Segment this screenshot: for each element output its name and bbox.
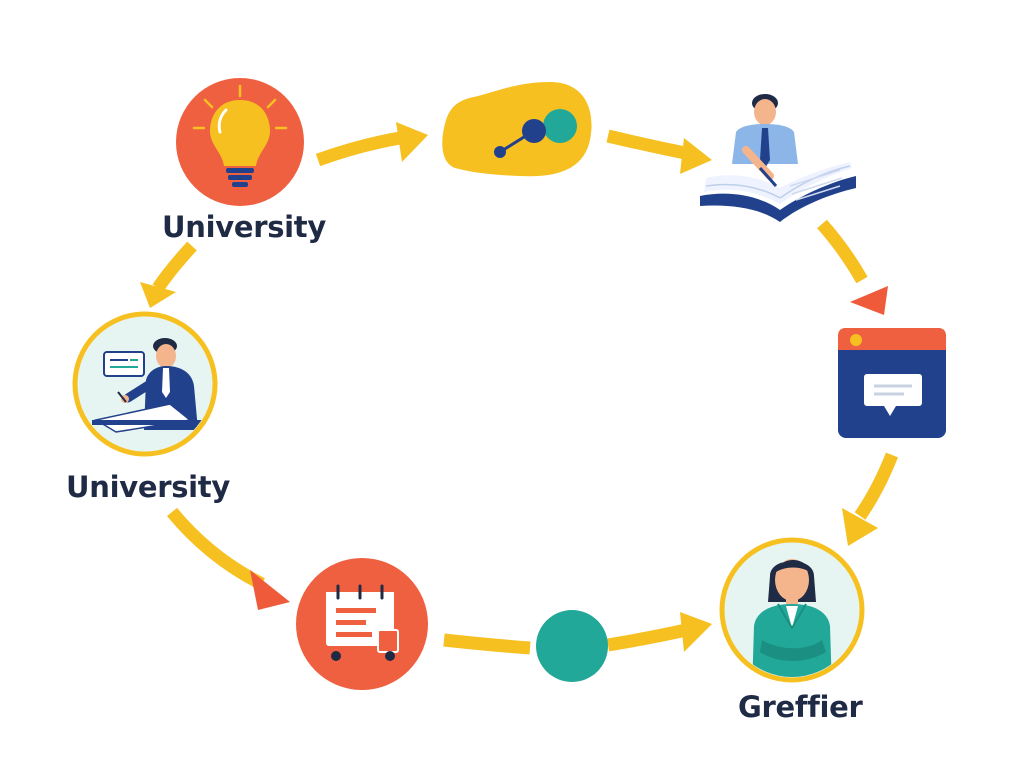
woman-clerk-icon — [719, 537, 865, 683]
arrow-network-to-study — [606, 129, 712, 174]
label-greffier: Greffier — [738, 690, 863, 724]
browser-message-icon — [838, 328, 946, 438]
arrow-calendar-to-connector — [443, 633, 531, 655]
arrow-message-to-clerk — [842, 452, 899, 546]
lightbulb-icon — [176, 78, 304, 206]
arrow-idea-to-network — [315, 122, 428, 167]
arrow-lecturer-to-calendar — [166, 507, 290, 610]
calendar-truck-icon — [296, 558, 428, 690]
label-university-left: University — [66, 470, 230, 504]
teal-circle-icon — [536, 610, 608, 682]
lecturer-icon — [72, 311, 218, 457]
arrow-idea-to-lecturer — [140, 241, 197, 308]
label-university-top: University — [162, 210, 326, 244]
network-cloud-icon — [442, 82, 592, 177]
arrow-study-to-message — [817, 219, 888, 315]
arrow-connector-to-clerk — [606, 612, 712, 652]
student-with-book-icon — [700, 94, 856, 222]
